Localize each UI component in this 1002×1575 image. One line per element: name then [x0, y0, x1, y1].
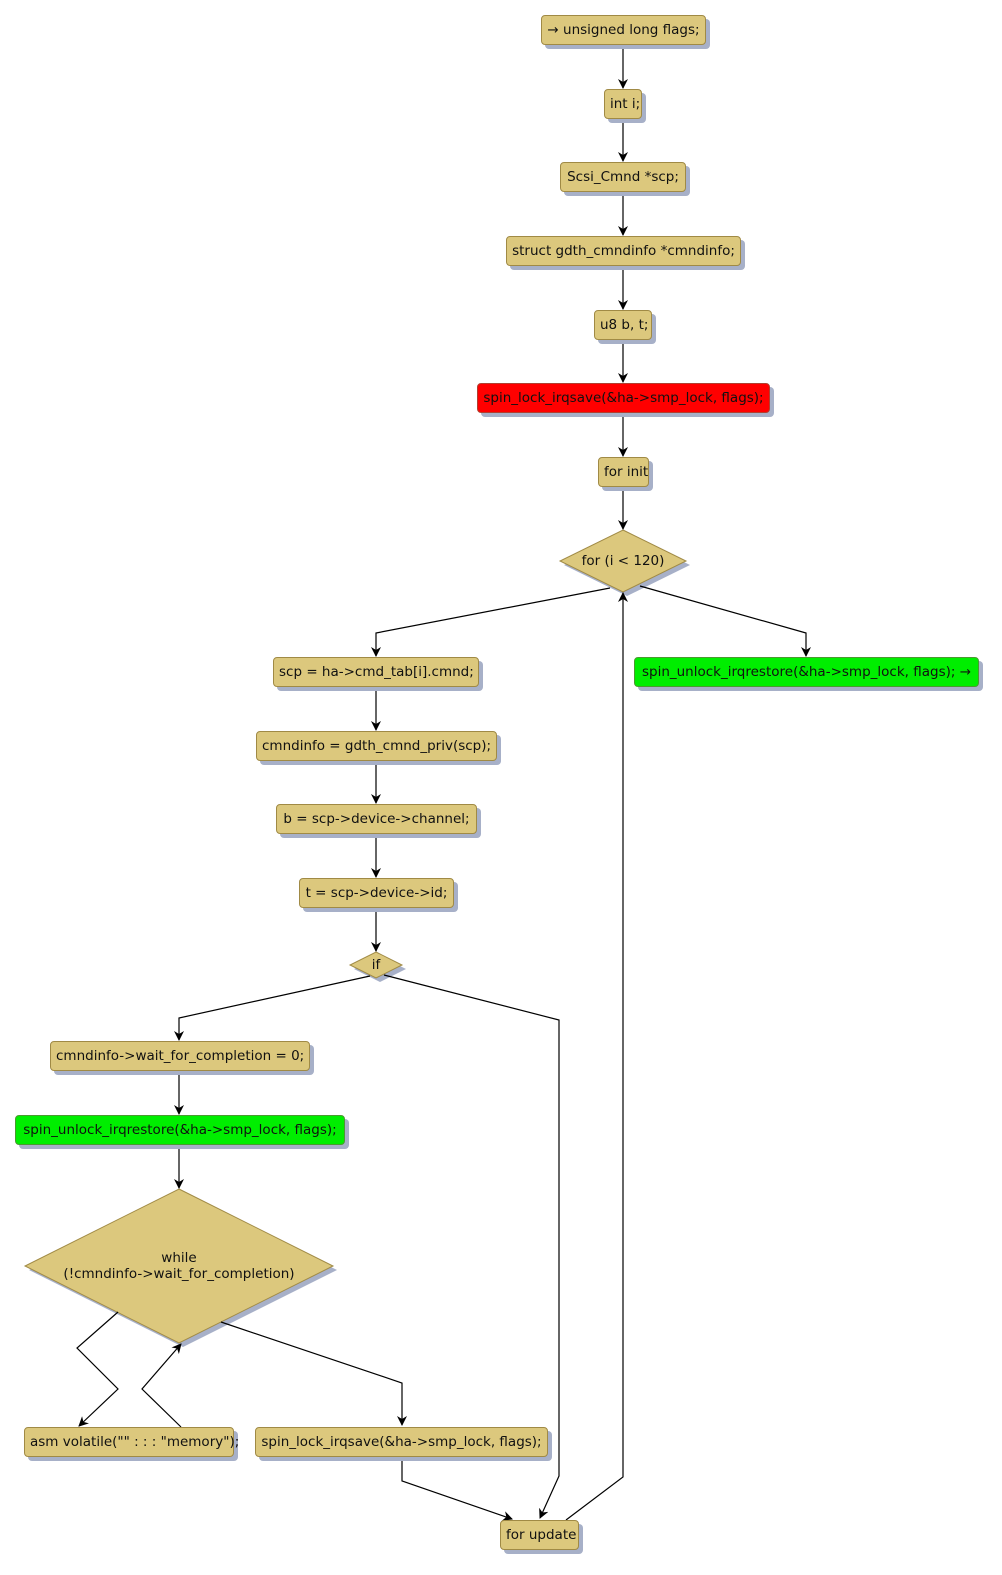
decision-if-shape	[348, 951, 404, 979]
edge-d3-n16	[220, 1321, 407, 1426]
edge-d2-n17	[383, 974, 560, 1519]
node-b-assign[interactable]: b = scp->device->channel;	[276, 804, 477, 834]
edge-n15-d3	[141, 1343, 182, 1428]
decision-for-label[interactable]: for (i < 120)	[581, 553, 665, 569]
node-declare-flags[interactable]: → unsigned long flags;	[541, 15, 706, 45]
edge-n17-d1	[565, 592, 628, 1521]
node-declare-scp[interactable]: Scsi_Cmnd *scp;	[560, 162, 686, 192]
node-declare-b-t[interactable]: u8 b, t;	[594, 310, 652, 340]
node-declare-i[interactable]: int i;	[604, 89, 642, 119]
decision-while-line2: (!cmndinfo->wait_for_completion)	[63, 1266, 295, 1282]
edge-d1-n9	[639, 585, 811, 657]
decision-if-label[interactable]: if	[371, 957, 381, 973]
node-scp-assign[interactable]: scp = ha->cmd_tab[i].cmnd;	[273, 657, 479, 687]
node-spin-unlock[interactable]: spin_unlock_irqrestore(&ha->smp_lock, fl…	[15, 1115, 345, 1145]
decision-while-label[interactable]: while (!cmndinfo->wait_for_completion)	[63, 1250, 294, 1282]
node-asm-volatile[interactable]: asm volatile("" : : : "memory");	[24, 1427, 239, 1457]
node-t-assign[interactable]: t = scp->device->id;	[299, 878, 454, 908]
node-spin-lock[interactable]: spin_lock_irqsave(&ha->smp_lock, flags);	[477, 383, 770, 413]
edge-d2-n13	[174, 975, 371, 1041]
node-cmndinfo-assign[interactable]: cmndinfo = gdth_cmnd_priv(scp);	[256, 731, 497, 761]
node-wait-reset[interactable]: cmndinfo->wait_for_completion = 0;	[50, 1041, 310, 1071]
node-for-update[interactable]: for update	[500, 1520, 579, 1550]
node-declare-cmndinfo[interactable]: struct gdth_cmndinfo *cmndinfo;	[506, 236, 741, 266]
node-spin-lock-relock[interactable]: spin_lock_irqsave(&ha->smp_lock, flags);	[255, 1427, 548, 1457]
edge-d1-n8	[371, 587, 611, 657]
edge-d3-n15	[76, 1311, 119, 1427]
decision-while-shape	[23, 1188, 335, 1344]
edge-n16-n17	[401, 1457, 513, 1521]
node-spin-unlock-exit[interactable]: spin_unlock_irqrestore(&ha->smp_lock, fl…	[634, 657, 979, 687]
decision-while-line1: while	[161, 1250, 197, 1266]
node-for-init[interactable]: for init	[598, 457, 649, 487]
